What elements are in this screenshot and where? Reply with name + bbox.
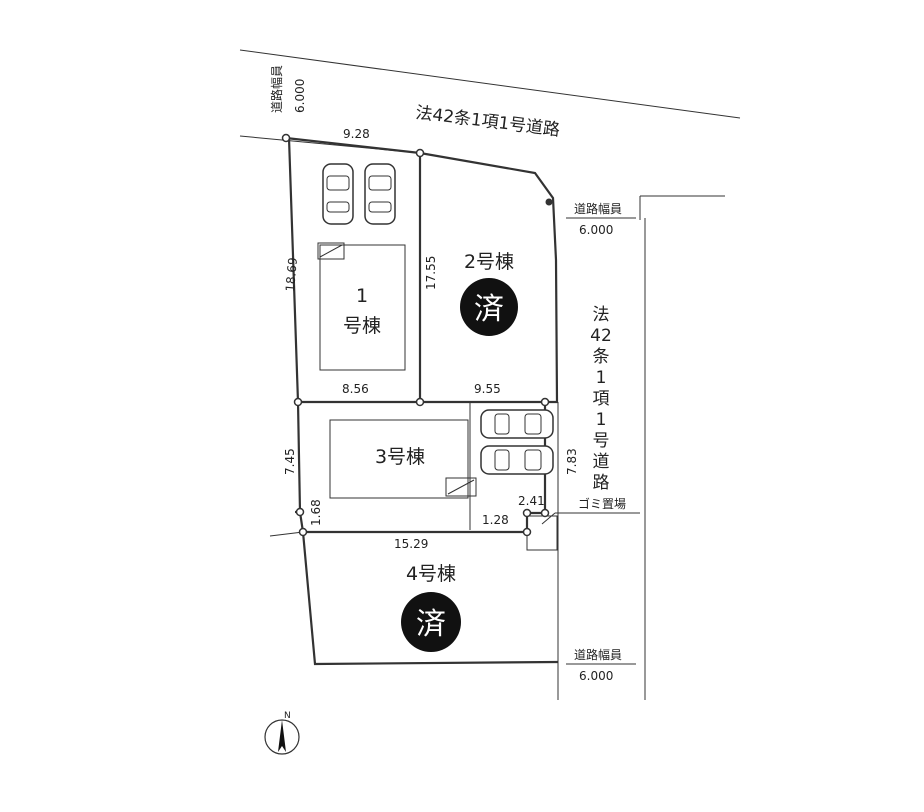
entry-icon-3 — [445, 477, 477, 497]
dim-lot3-west: 7.45 — [283, 448, 297, 475]
svg-text:1: 1 — [596, 368, 607, 388]
dim-lot3-east: 7.83 — [565, 448, 579, 475]
east-road — [557, 218, 646, 700]
north-road-width-value: 6.000 — [293, 79, 307, 113]
east-road-width-title-top: 道路幅員 — [574, 201, 622, 216]
lot4-label: 4号棟 — [406, 563, 456, 585]
car-icon — [480, 409, 554, 439]
garbage-box — [526, 515, 558, 551]
garbage-area-label: ゴミ置場 — [578, 496, 626, 511]
dim-lot1-south: 8.56 — [342, 382, 369, 396]
entry-icon-1 — [317, 242, 345, 260]
dim-top-lot1: 9.28 — [343, 127, 370, 141]
lot4-badge: 済 — [416, 607, 446, 642]
east-road-width-title-bottom: 道路幅員 — [574, 647, 622, 662]
east-road-label: 法 42 条 1 項 1 号 道 路 — [590, 305, 612, 493]
car-icon — [364, 163, 396, 225]
east-road-width-value-bottom: 6.000 — [579, 669, 613, 683]
dim-lot2-south: 9.55 — [474, 382, 501, 396]
building-footprint-3 — [329, 419, 469, 499]
lot-boundaries — [269, 136, 559, 666]
north-road — [239, 49, 741, 220]
lot1-label-line1: 1 — [356, 285, 368, 307]
north-arrow-icon: N — [264, 711, 300, 755]
north-road-label: 法42条1項1号道路 — [414, 103, 561, 141]
svg-text:道: 道 — [593, 452, 610, 472]
north-road-width-title: 道路幅員 — [269, 65, 284, 113]
car-icon — [480, 445, 554, 475]
dim-lot3-se-a: 2.41 — [518, 494, 545, 508]
svg-text:N: N — [284, 711, 291, 721]
lot2-badge: 済 — [474, 292, 504, 327]
corner-marker-filled — [545, 198, 553, 206]
svg-text:号: 号 — [593, 431, 610, 451]
lot3-label: 3号棟 — [375, 446, 425, 468]
building-footprint-1 — [319, 244, 406, 371]
sold-badge-icon — [460, 278, 518, 336]
svg-text:路: 路 — [593, 473, 610, 493]
car-icon — [322, 163, 354, 225]
svg-text:1: 1 — [596, 410, 607, 430]
dim-lot3-sw-notch: 1.68 — [309, 499, 323, 526]
dim-west-lot1: 18.69 — [283, 257, 300, 292]
corner-markers — [281, 133, 550, 537]
dim-lot4-north: 15.29 — [394, 537, 428, 551]
svg-text:42: 42 — [590, 326, 612, 346]
svg-text:法: 法 — [593, 305, 610, 325]
svg-text:項: 項 — [593, 389, 610, 409]
dim-lot3-se-b: 1.28 — [482, 513, 509, 527]
sold-badge-icon — [401, 592, 461, 652]
lot1-label-line2: 号棟 — [343, 315, 381, 337]
svg-text:条: 条 — [593, 347, 610, 367]
dim-lot1-lot2-boundary: 17.55 — [424, 256, 438, 290]
lot2-label: 2号棟 — [464, 251, 514, 273]
east-road-width-value-top: 6.000 — [579, 223, 613, 237]
